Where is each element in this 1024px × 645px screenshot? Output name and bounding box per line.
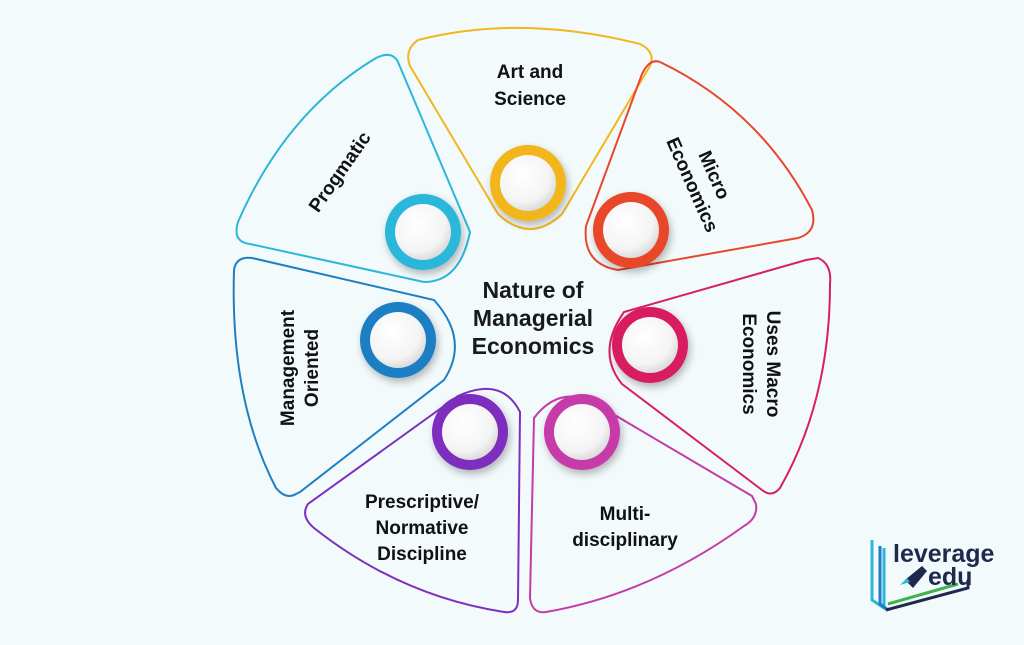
disc-prescriptive-normative — [432, 394, 508, 470]
disc-art-and-science — [490, 145, 566, 221]
disc-uses-macro-economics — [612, 307, 688, 383]
label-prescriptive-line3: Discipline — [377, 544, 467, 565]
label-progmatic: Progmatic — [305, 128, 376, 217]
logo-text-edu: edu — [928, 563, 972, 591]
label-multi-disciplinary-line1: Multi- — [600, 504, 651, 525]
logo-text-leverage: leverage — [893, 540, 995, 568]
segment-management-oriented-outline — [232, 256, 456, 497]
segment-uses-macro-economics-outline — [608, 256, 832, 495]
label-progmatic-line1: Progmatic — [305, 128, 376, 217]
label-uses-macro-economics-line2: Economics — [738, 313, 759, 414]
disc-micro-economics — [593, 192, 669, 268]
label-uses-macro-economics: Uses Macro Economics — [738, 311, 783, 418]
label-prescriptive-line1: Prescriptive/ — [365, 492, 480, 513]
label-uses-macro-economics-line1: Uses Macro — [762, 311, 783, 418]
label-micro-economics: Micro Economics — [661, 135, 733, 236]
segment-art-and-science-outline — [407, 26, 653, 230]
segment-progmatic-outline — [235, 53, 472, 284]
label-multi-disciplinary: Multi- disciplinary — [572, 504, 678, 551]
segment-outlines — [232, 26, 832, 614]
label-management-oriented-line2: Oriented — [302, 329, 323, 407]
leverage-edu-logo: leverage edu — [870, 540, 995, 612]
disc-multi-disciplinary — [544, 394, 620, 470]
label-art-and-science: Art and Science — [494, 62, 566, 110]
center-title-line2: Managerial — [473, 305, 593, 331]
segment-micro-economics-outline — [584, 60, 815, 272]
label-art-and-science-line2: Science — [494, 89, 566, 110]
center-title: Nature of Managerial Economics — [472, 277, 595, 359]
center-title-line1: Nature of — [483, 277, 584, 303]
segment-multi-disciplinary-outline — [528, 395, 758, 614]
label-multi-disciplinary-line2: disciplinary — [572, 530, 678, 551]
logo-mark-icon — [870, 540, 970, 612]
label-management-oriented-line1: Management — [278, 309, 299, 426]
label-prescriptive-normative: Prescriptive/ Normative Discipline — [365, 492, 480, 565]
rocket-icon — [900, 566, 927, 588]
label-management-oriented: Management Oriented — [278, 309, 323, 426]
label-art-and-science-line1: Art and — [497, 62, 564, 83]
label-prescriptive-line2: Normative — [376, 518, 469, 539]
segment-prescriptive-normative-outline — [304, 387, 522, 614]
center-title-line3: Economics — [472, 333, 595, 359]
disc-progmatic — [385, 194, 461, 270]
disc-management-oriented — [360, 302, 436, 378]
